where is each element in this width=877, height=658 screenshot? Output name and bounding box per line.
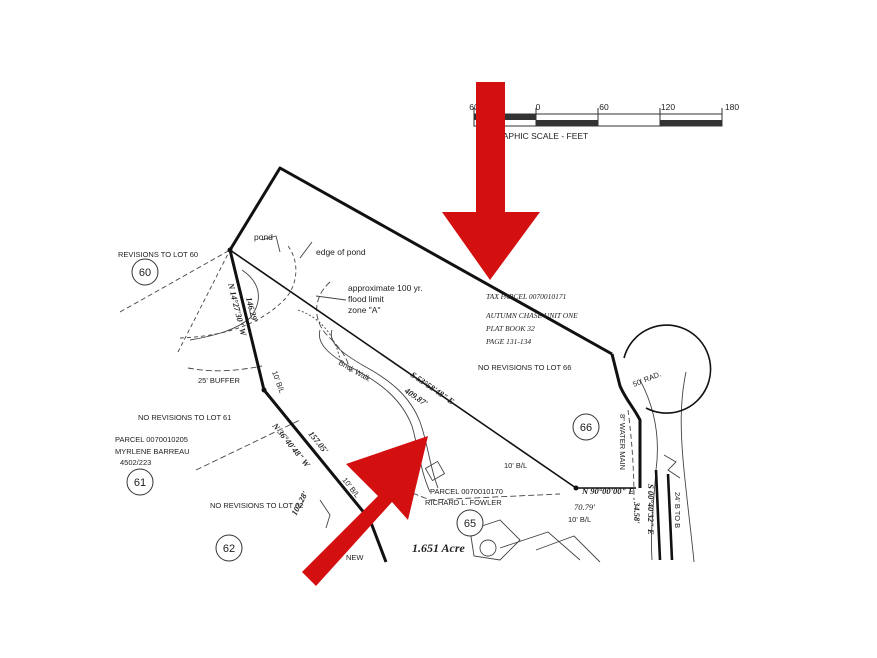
scale-tick: 120: [661, 102, 675, 112]
monument-corner: [261, 387, 267, 393]
label-bl-2: 10' B/L: [504, 461, 527, 470]
lot-number-62: 62: [223, 543, 235, 555]
line-s53: [229, 249, 577, 489]
boundary-southwest: [228, 249, 388, 563]
monument-corner: [227, 247, 233, 253]
lot65-parcel: PARCEL 0070010170: [430, 487, 503, 496]
lot65-area: 1.651 Acre: [412, 541, 466, 555]
label-water-main: 8" WATER MAIN: [618, 414, 627, 470]
cul-de-sac-circle: [623, 324, 712, 414]
lot-badges: [126, 258, 600, 562]
label-brick-walk: Brick Walk: [337, 358, 372, 383]
boundary-right-of-way-2: [666, 473, 674, 561]
tax-parcel: TAX PARCEL 0070010171: [486, 292, 566, 301]
boundary-north: [228, 166, 613, 356]
lot-number-66: 66: [580, 422, 592, 434]
graphic-scale: 60 0 60 120 180 GRAPHIC SCALE - FEET: [469, 102, 739, 141]
lot-number-60: 60: [139, 267, 151, 279]
lot62-note: NO REVISIONS TO LOT 62: [210, 501, 303, 510]
lot-number-61: 61: [134, 477, 146, 489]
distance-70: 70.79': [574, 502, 595, 512]
lot65-owner: RICHARD L. FOWLER: [425, 498, 502, 507]
plat-page: PAGE 131-134: [485, 337, 531, 346]
label-bl-1: 10' B/L: [270, 370, 286, 395]
arrow-up-right-icon: [302, 436, 428, 586]
scale-tick: 60: [599, 102, 609, 112]
label-flood-1: approximate 100 yr.: [348, 283, 423, 293]
parcel-boundary: [228, 166, 674, 563]
arrow-down-icon: [442, 82, 540, 280]
label-flood-2: flood limit: [348, 294, 385, 304]
label-edge-of-pond: edge of pond: [316, 247, 366, 257]
label-flood-3: zone "A": [348, 305, 381, 315]
monument-corner: [573, 485, 579, 491]
label-pond: pond: [254, 232, 273, 242]
scale-tick: 180: [725, 102, 739, 112]
lot61-note: NO REVISIONS TO LOT 61: [138, 413, 231, 422]
bearing-n36: N 36°40'48" W: [270, 420, 313, 470]
scale-tick: 60: [469, 102, 479, 112]
bearing-s00: S 00°40'32" E: [646, 484, 656, 535]
lot66-note: NO REVISIONS TO LOT 66: [478, 363, 571, 372]
label-to-b: 24' B TO B: [673, 492, 682, 528]
lot60-note: REVISIONS TO LOT 60: [118, 250, 198, 259]
distance-34: 34.58': [632, 501, 642, 524]
boundary-right-of-way: [654, 469, 662, 561]
interior-lines: [229, 249, 712, 489]
scale-tick: 0: [536, 102, 541, 112]
lot61-owner: MYRLENE BARREAU: [115, 447, 190, 456]
lot61-parcel: PARCEL 0070010205: [115, 435, 188, 444]
lot-number-65: 65: [464, 518, 476, 530]
distance-157: 157.05': [306, 429, 330, 456]
scale-caption: GRAPHIC SCALE - FEET: [490, 131, 588, 141]
boundary-east: [610, 353, 642, 488]
bearing-n90: N 90°00'00" E: [581, 486, 634, 496]
label-driveway: NEW: [346, 553, 364, 562]
plat-book: PLAT BOOK 32: [485, 324, 535, 333]
label-buffer: 25' BUFFER: [198, 376, 240, 385]
subdivision-name: AUTUMN CHASE UNIT ONE: [485, 311, 578, 320]
lot61-book: 4502/223: [120, 458, 151, 467]
label-bl-3: 10' B/L: [568, 515, 591, 524]
label-radius: 50' RAD.: [631, 369, 662, 389]
